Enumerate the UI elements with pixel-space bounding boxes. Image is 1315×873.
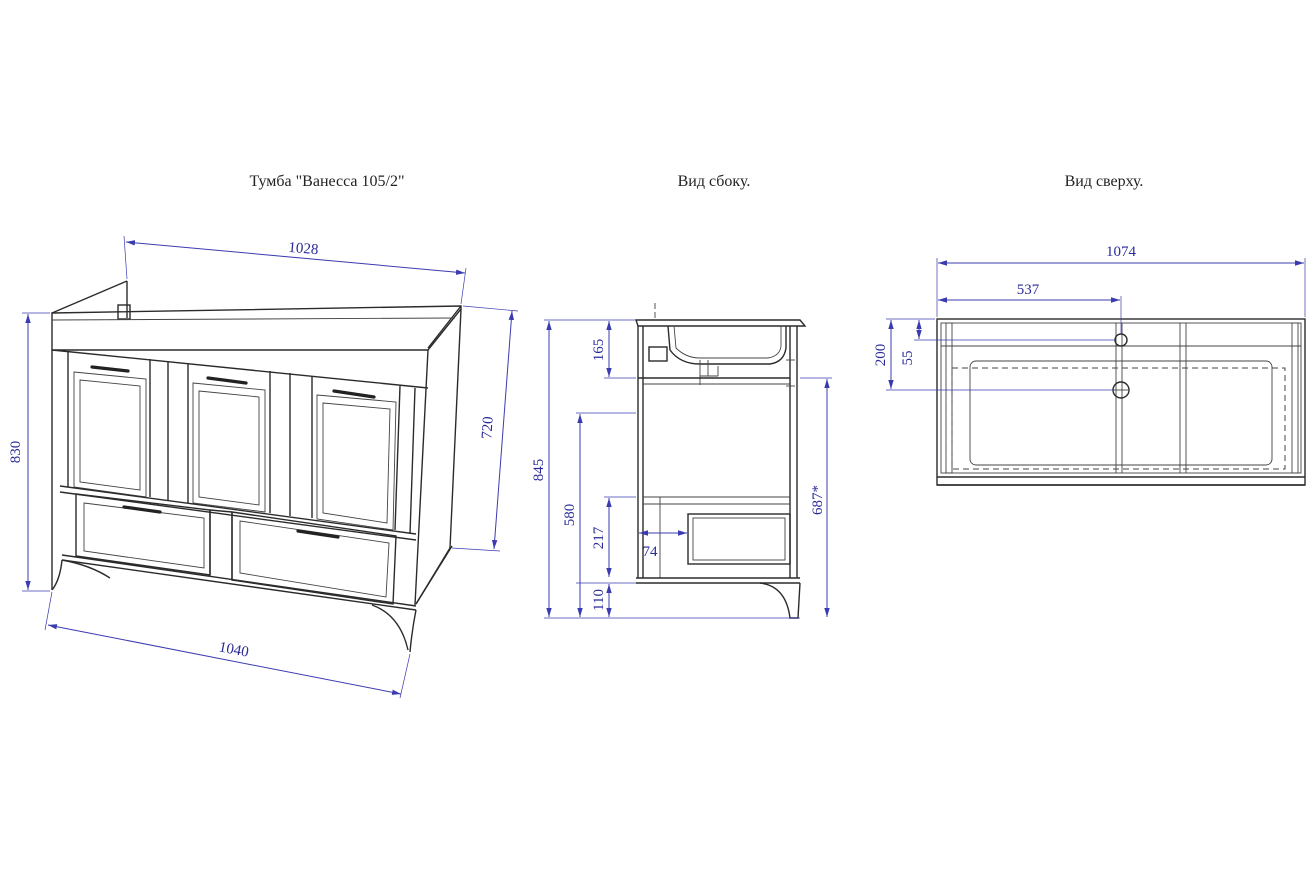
- dim-side-right-height: 687*: [810, 485, 826, 515]
- dim-front-height: 830: [8, 441, 24, 464]
- dim-side-drawer-height: 217: [591, 526, 607, 549]
- dim-top-half-width: 537: [1017, 282, 1040, 298]
- dim-front-depth: 720: [479, 416, 497, 440]
- front-view-cabinet: [51, 280, 462, 653]
- dim-side-sink-height: 165: [591, 339, 607, 362]
- dim-side-drawer-offset: 74: [643, 544, 659, 560]
- top-view-cabinet: [936, 318, 1306, 486]
- dim-front-base-width: 1040: [218, 639, 251, 660]
- top-view-dimensions: 1074 537 200 55: [873, 244, 1306, 391]
- dim-side-total-height: 845: [531, 459, 547, 482]
- door-handle-right: [332, 389, 376, 399]
- side-view-cabinet: [635, 303, 807, 619]
- dim-top-depth-200: 200: [873, 344, 889, 367]
- dim-front-top-width: 1028: [288, 240, 319, 259]
- door-handle-left: [90, 365, 130, 373]
- top-view-title: Вид сверху.: [1065, 173, 1144, 190]
- drawer-handle-left: [122, 505, 162, 514]
- dim-top-total-width: 1074: [1106, 244, 1137, 260]
- front-view-dimensions: 1028 830 720 1040: [8, 235, 519, 699]
- front-view-title: Тумба "Ванесса 105/2": [250, 173, 405, 190]
- side-view-title: Вид сбоку.: [678, 173, 751, 190]
- dim-top-depth-55: 55: [900, 351, 916, 366]
- door-handle-middle: [206, 376, 248, 385]
- drawer-handle-right: [296, 529, 340, 539]
- dim-side-inner-height: 580: [562, 504, 578, 527]
- dim-side-leg-height: 110: [591, 589, 607, 611]
- side-view-dimensions: 845 165 580 217 110 74 687*: [531, 319, 832, 619]
